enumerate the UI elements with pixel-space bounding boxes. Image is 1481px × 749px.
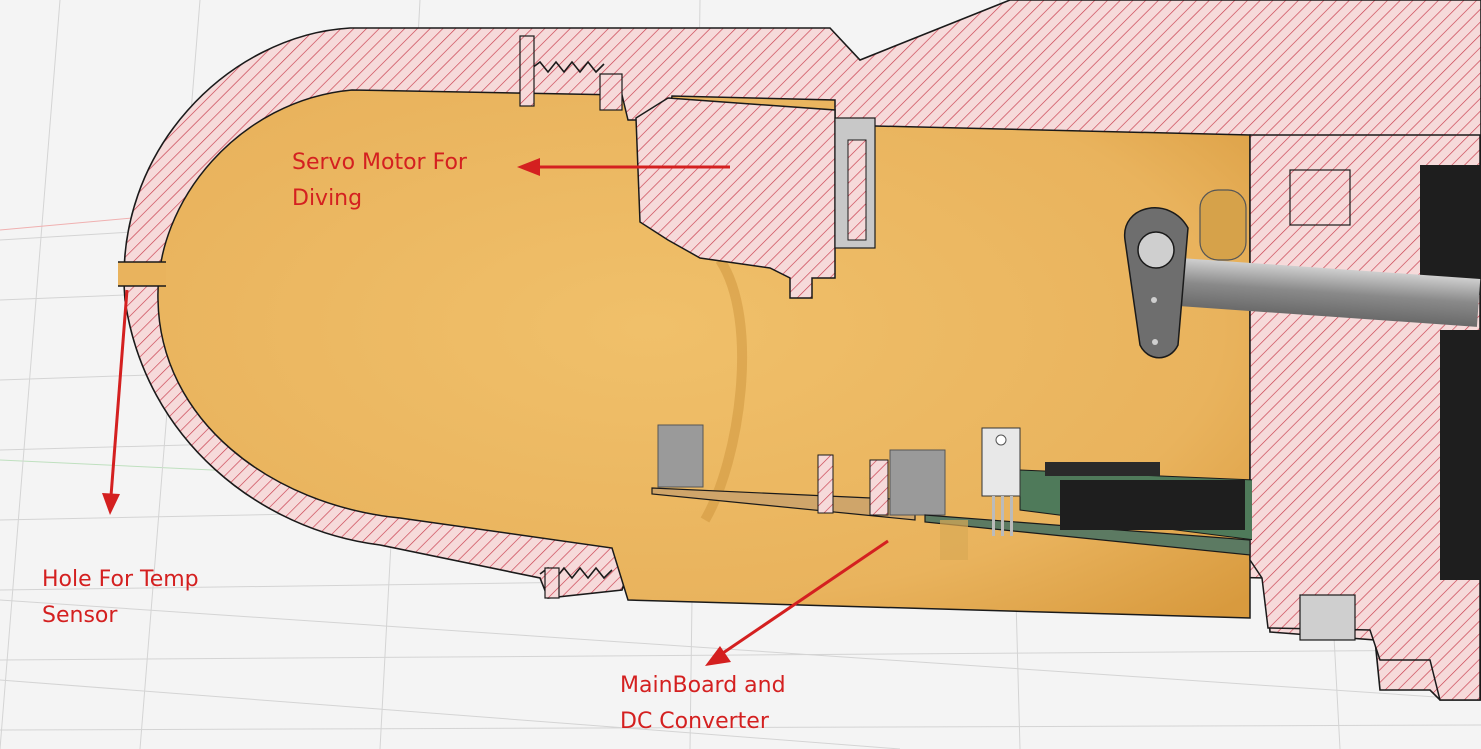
mainboard-assembly	[651, 424, 1252, 560]
servo-housing	[635, 97, 836, 299]
servo-motor-label: Servo Motor For Diving	[292, 150, 467, 211]
thread-icon	[519, 35, 623, 111]
mainboard-label: MainBoard and DC Converter	[620, 673, 786, 734]
push-rod	[1176, 258, 1481, 327]
interior-cavity	[157, 89, 1251, 619]
temp-sensor-hole-label: Hole For Temp Sensor	[42, 567, 199, 628]
servo-arm-icon	[1124, 207, 1189, 359]
annotation-arrows	[102, 158, 889, 666]
sensor-hole	[118, 262, 166, 286]
voltage-regulator-icon	[981, 427, 1021, 536]
thread-bottom	[539, 566, 613, 599]
